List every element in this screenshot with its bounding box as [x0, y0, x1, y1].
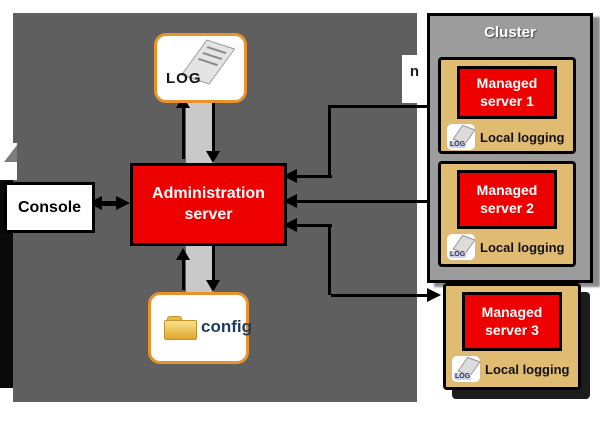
admin-arrowhead-icon [116, 196, 130, 210]
admin-label-line2: server [184, 205, 233, 223]
server2-log-icon-label: LOG [449, 251, 467, 258]
line-server2 [287, 200, 428, 203]
doc-line [197, 58, 219, 66]
fold-mark [4, 145, 17, 162]
line-server1-vertical [328, 105, 331, 178]
server1-logging-label: Local logging [480, 129, 565, 145]
console-label: Console [17, 198, 82, 216]
log-up-arrow-line [182, 107, 185, 159]
server3-label-line1: Managed [481, 304, 543, 320]
config-store-label: config [201, 317, 252, 336]
server2-logging-row: LOG Local logging [446, 233, 565, 261]
server3-label-line2: server 3 [485, 321, 539, 338]
line-server3-h1 [287, 224, 332, 227]
server3-logging-label: Local logging [485, 361, 570, 377]
log-down-arrowhead-icon [206, 151, 220, 163]
cluster-box: Cluster Managed server 1 LOG Local loggi… [427, 13, 593, 283]
doc-line [206, 46, 227, 55]
config-up-arrowhead-icon [176, 248, 190, 260]
line-server3-h2 [331, 294, 428, 297]
line-server1-h2 [331, 105, 428, 108]
config-down-arrowhead-icon [206, 280, 220, 292]
server1-log-icon-label: LOG [449, 141, 467, 148]
log-store-box: LOG [154, 33, 247, 103]
server1-label-line1: Managed [476, 75, 538, 91]
line-server1-h1 [287, 175, 332, 178]
server1-label-line2: server 1 [480, 92, 534, 109]
log-down-arrow-line [212, 100, 215, 151]
managed-server-2-card: Managed server 2 LOG Local logging [438, 161, 576, 267]
fold-notch [0, 143, 17, 180]
managed-server-2-box: Managed server 2 [457, 170, 557, 229]
text-fragment: n [402, 55, 427, 103]
config-up-arrow-line [182, 259, 185, 290]
admin-to-server3-arrowhead-icon [427, 288, 441, 302]
managed-server-1-card: Managed server 1 LOG Local logging [438, 57, 576, 154]
server2-label-line1: Managed [476, 182, 538, 198]
server3-log-icon: LOG [451, 355, 481, 383]
managed-server-1-box: Managed server 1 [457, 66, 557, 119]
folder-icon-body [164, 320, 197, 340]
console-box: Console [4, 182, 95, 233]
server2-label-line2: server 2 [480, 199, 534, 216]
doc-line [202, 52, 223, 60]
config-store-box: config [148, 292, 252, 364]
config-down-arrow-line [212, 243, 215, 280]
line-server3-vertical [328, 224, 331, 295]
log-store-label: LOG [166, 70, 202, 87]
server2-log-icon: LOG [446, 233, 476, 261]
server1-log-icon: LOG [446, 123, 476, 151]
server1-logging-row: LOG Local logging [446, 123, 565, 151]
folder-icon [167, 316, 182, 323]
admin-label-line1: Administration [152, 184, 265, 202]
console-admin-line [96, 201, 124, 206]
administration-server-box: Administration server [130, 163, 287, 246]
server3-logging-row: LOG Local logging [451, 355, 570, 383]
server2-logging-label: Local logging [480, 239, 565, 255]
managed-server-3-card: Managed server 3 LOG Local logging [443, 283, 581, 390]
cluster-title: Cluster [484, 24, 536, 41]
server3-log-icon-label: LOG [454, 373, 472, 380]
managed-server-3-box: Managed server 3 [462, 292, 562, 351]
